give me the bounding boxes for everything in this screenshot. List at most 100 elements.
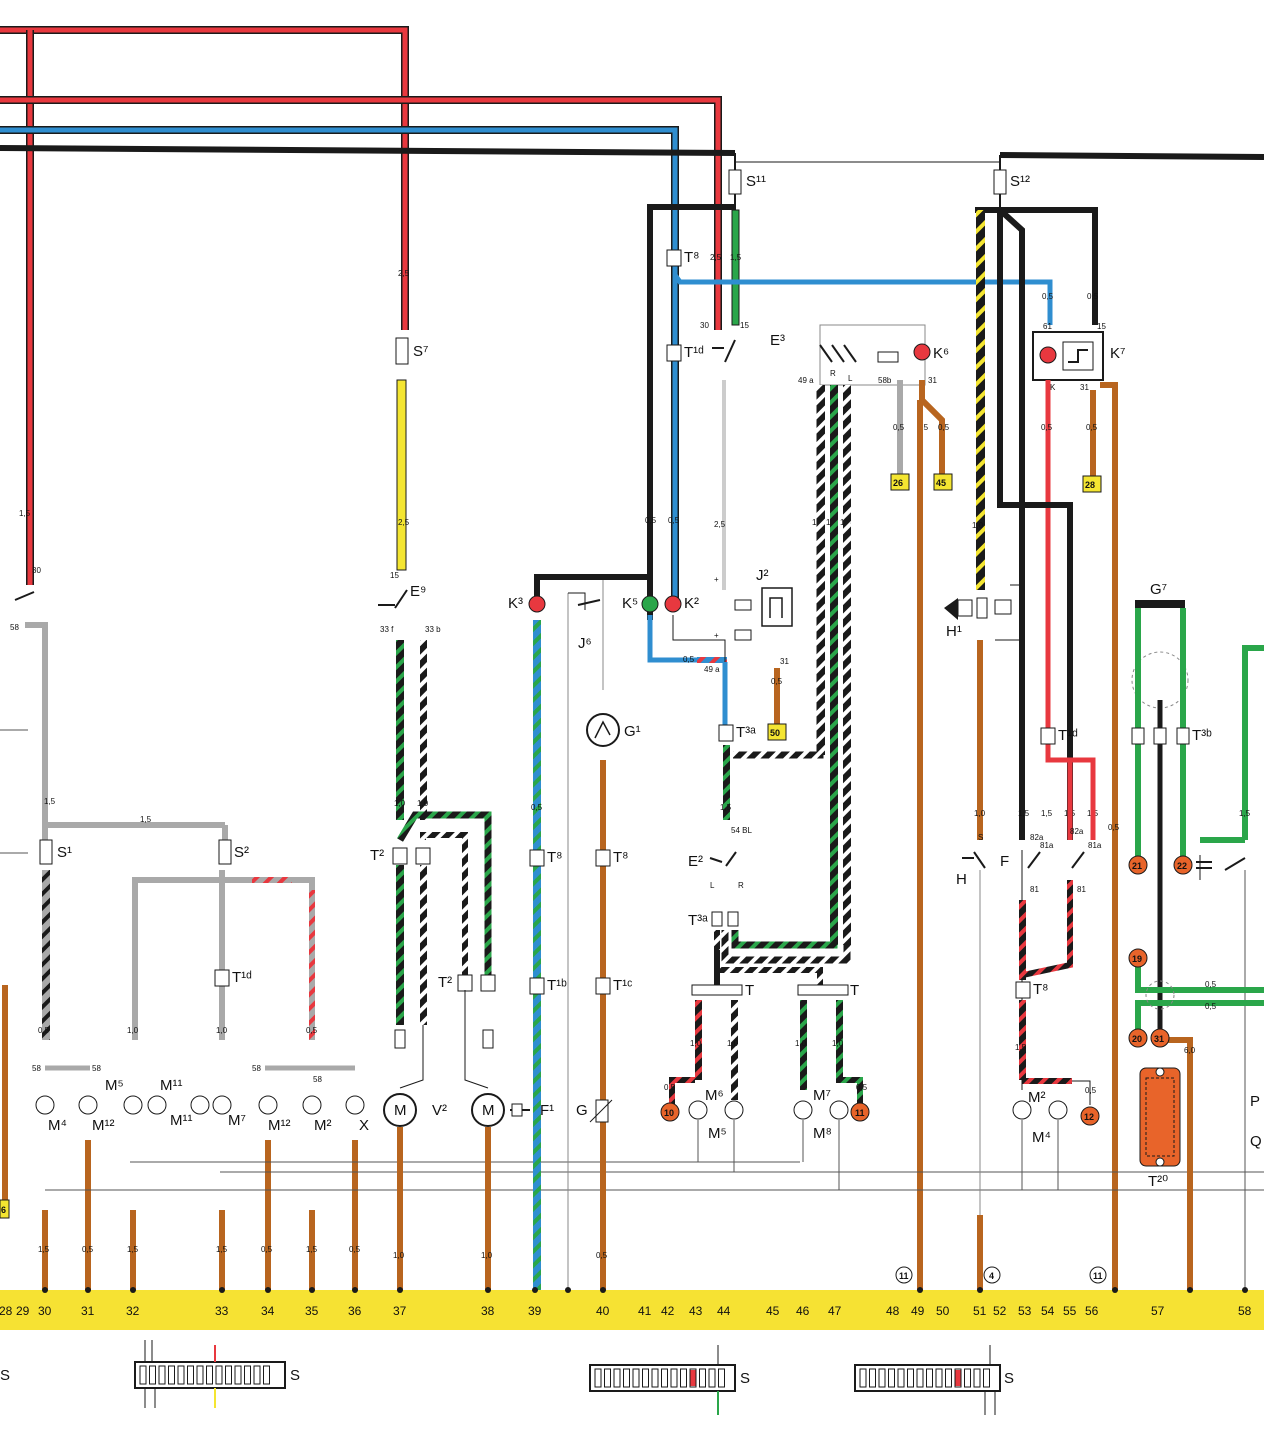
svg-text:33 b: 33 b: [425, 625, 441, 634]
column-number-46: 46: [796, 1304, 810, 1318]
column-number-47: 47: [828, 1304, 842, 1318]
svg-text:R: R: [830, 369, 836, 378]
svg-text:+: +: [714, 575, 719, 584]
connector-t8-top: T⁸: [666, 249, 700, 267]
svg-text:J²: J²: [756, 567, 769, 584]
connector-slot: [206, 1365, 213, 1385]
connector-slot: [177, 1365, 185, 1385]
svg-text:1,0: 1,0: [127, 1026, 139, 1035]
ground-node: [42, 1287, 48, 1293]
svg-text:P: P: [1250, 1093, 1260, 1110]
k3-column: K³ 0,5 T⁸ T¹ᵇ F¹: [508, 574, 650, 1290]
column-number-43: 43: [689, 1304, 703, 1318]
svg-text:V²: V²: [432, 1102, 447, 1119]
svg-text:M⁸: M⁸: [813, 1125, 832, 1142]
svg-text:49 a: 49 a: [704, 665, 720, 674]
connector-slot: [594, 1368, 602, 1388]
tag-31: [1150, 1028, 1170, 1048]
connector-slot: [661, 1368, 668, 1388]
svg-text:1,0: 1,0: [727, 1039, 739, 1048]
column-number-31: 31: [81, 1304, 95, 1318]
svg-text:Q: Q: [1250, 1133, 1262, 1150]
connector-slot: [689, 1368, 697, 1388]
connector-slot: [234, 1365, 242, 1385]
lamp-m7b: [793, 1100, 813, 1120]
connector-slot: [859, 1368, 867, 1388]
svg-text:1,5: 1,5: [1015, 1043, 1027, 1052]
svg-text:1,0: 1,0: [394, 799, 406, 808]
svg-text:G⁷: G⁷: [1150, 581, 1167, 598]
tag-12: [1080, 1106, 1100, 1126]
ground-node: [917, 1287, 923, 1293]
svg-text:0,5: 0,5: [938, 423, 950, 432]
tag-10: [660, 1102, 680, 1122]
connector-slot: [907, 1368, 914, 1388]
ground-node: [85, 1287, 91, 1293]
column-number-54: 54: [1041, 1304, 1055, 1318]
tags-circle: 11 4 11: [895, 1266, 1107, 1284]
svg-text:33 f: 33 f: [380, 625, 394, 634]
connector-t-left: T 1,0 1,0 0,5 M⁶ M⁵: [664, 982, 754, 1172]
tag-yellow-6: [0, 1199, 10, 1219]
column-number-35: 35: [305, 1304, 319, 1318]
svg-text:T²: T²: [438, 974, 452, 991]
svg-text:21: 21: [1132, 861, 1142, 871]
svg-text:58: 58: [252, 1064, 261, 1073]
svg-text:6: 6: [1, 1205, 6, 1215]
switch-e3-contacts: 49 a R L 58b: [798, 324, 926, 386]
column-number-51: 51: [973, 1304, 987, 1318]
connector-slot: [926, 1368, 933, 1388]
svg-text:2,5: 2,5: [398, 518, 410, 527]
connector-slot: [613, 1368, 621, 1388]
connector-slot: [139, 1365, 147, 1385]
fuse-s12: S¹²: [975, 155, 1098, 325]
svg-text:T¹ᶜ: T¹ᶜ: [613, 977, 632, 994]
svg-text:0,5: 0,5: [596, 1251, 608, 1260]
column-number-29: 29: [16, 1304, 30, 1318]
svg-text:11: 11: [899, 1271, 909, 1281]
svg-text:S: S: [290, 1367, 300, 1384]
svg-text:1,0: 1,0: [690, 1039, 702, 1048]
svg-text:K⁶: K⁶: [933, 345, 949, 362]
svg-text:58b: 58b: [878, 376, 892, 385]
lamp-m2: [302, 1095, 322, 1115]
svg-text:E²: E²: [688, 853, 703, 870]
ground-node: [219, 1287, 225, 1293]
svg-text:T²⁰: T²⁰: [1148, 1173, 1168, 1190]
svg-text:G: G: [576, 1102, 588, 1119]
svg-text:T⁸: T⁸: [547, 849, 563, 866]
lamp-k6: K⁶ 31 0,5 0,5 0,5: [893, 343, 950, 480]
svg-text:0,5: 0,5: [893, 423, 905, 432]
connector-slot: [604, 1368, 611, 1388]
column-number-49: 49: [911, 1304, 925, 1318]
svg-text:49 a: 49 a: [798, 376, 814, 385]
svg-text:0,5: 0,5: [82, 1245, 94, 1254]
svg-text:T: T: [745, 982, 754, 999]
svg-text:T⁸: T⁸: [1033, 981, 1049, 998]
svg-text:82a: 82a: [1030, 833, 1044, 842]
svg-text:1,0: 1,0: [393, 1251, 405, 1260]
svg-text:0,5: 0,5: [306, 1026, 318, 1035]
svg-text:15: 15: [740, 321, 749, 330]
gauge-g1: G¹ T⁸ T¹ᶜ G 0,5: [576, 713, 641, 1290]
svg-text:S¹: S¹: [57, 844, 72, 861]
svg-text:0,5: 0,5: [38, 1026, 50, 1035]
ground-node: [1112, 1287, 1118, 1293]
lamp-x: [345, 1095, 365, 1115]
svg-text:T: T: [850, 982, 859, 999]
svg-text:F¹: F¹: [540, 1102, 554, 1119]
svg-text:6,0: 6,0: [1184, 1046, 1196, 1055]
connector-slot: [225, 1365, 232, 1385]
svg-text:M⁴: M⁴: [48, 1117, 67, 1134]
connector-slot: [718, 1368, 725, 1388]
svg-text:81: 81: [1030, 885, 1039, 894]
gauge-g7: G⁷ T³ᵇ 1,5 0,5 0,5 6,0: [1131, 581, 1264, 1290]
column-number-55: 55: [1063, 1304, 1077, 1318]
svg-text:K: K: [1050, 383, 1056, 392]
svg-text:58: 58: [92, 1064, 101, 1073]
svg-text:0,5: 0,5: [1085, 1086, 1097, 1095]
svg-text:58: 58: [10, 623, 19, 632]
column-number-37: 37: [393, 1304, 407, 1318]
tag-45: [933, 473, 953, 491]
svg-text:81: 81: [1077, 885, 1086, 894]
